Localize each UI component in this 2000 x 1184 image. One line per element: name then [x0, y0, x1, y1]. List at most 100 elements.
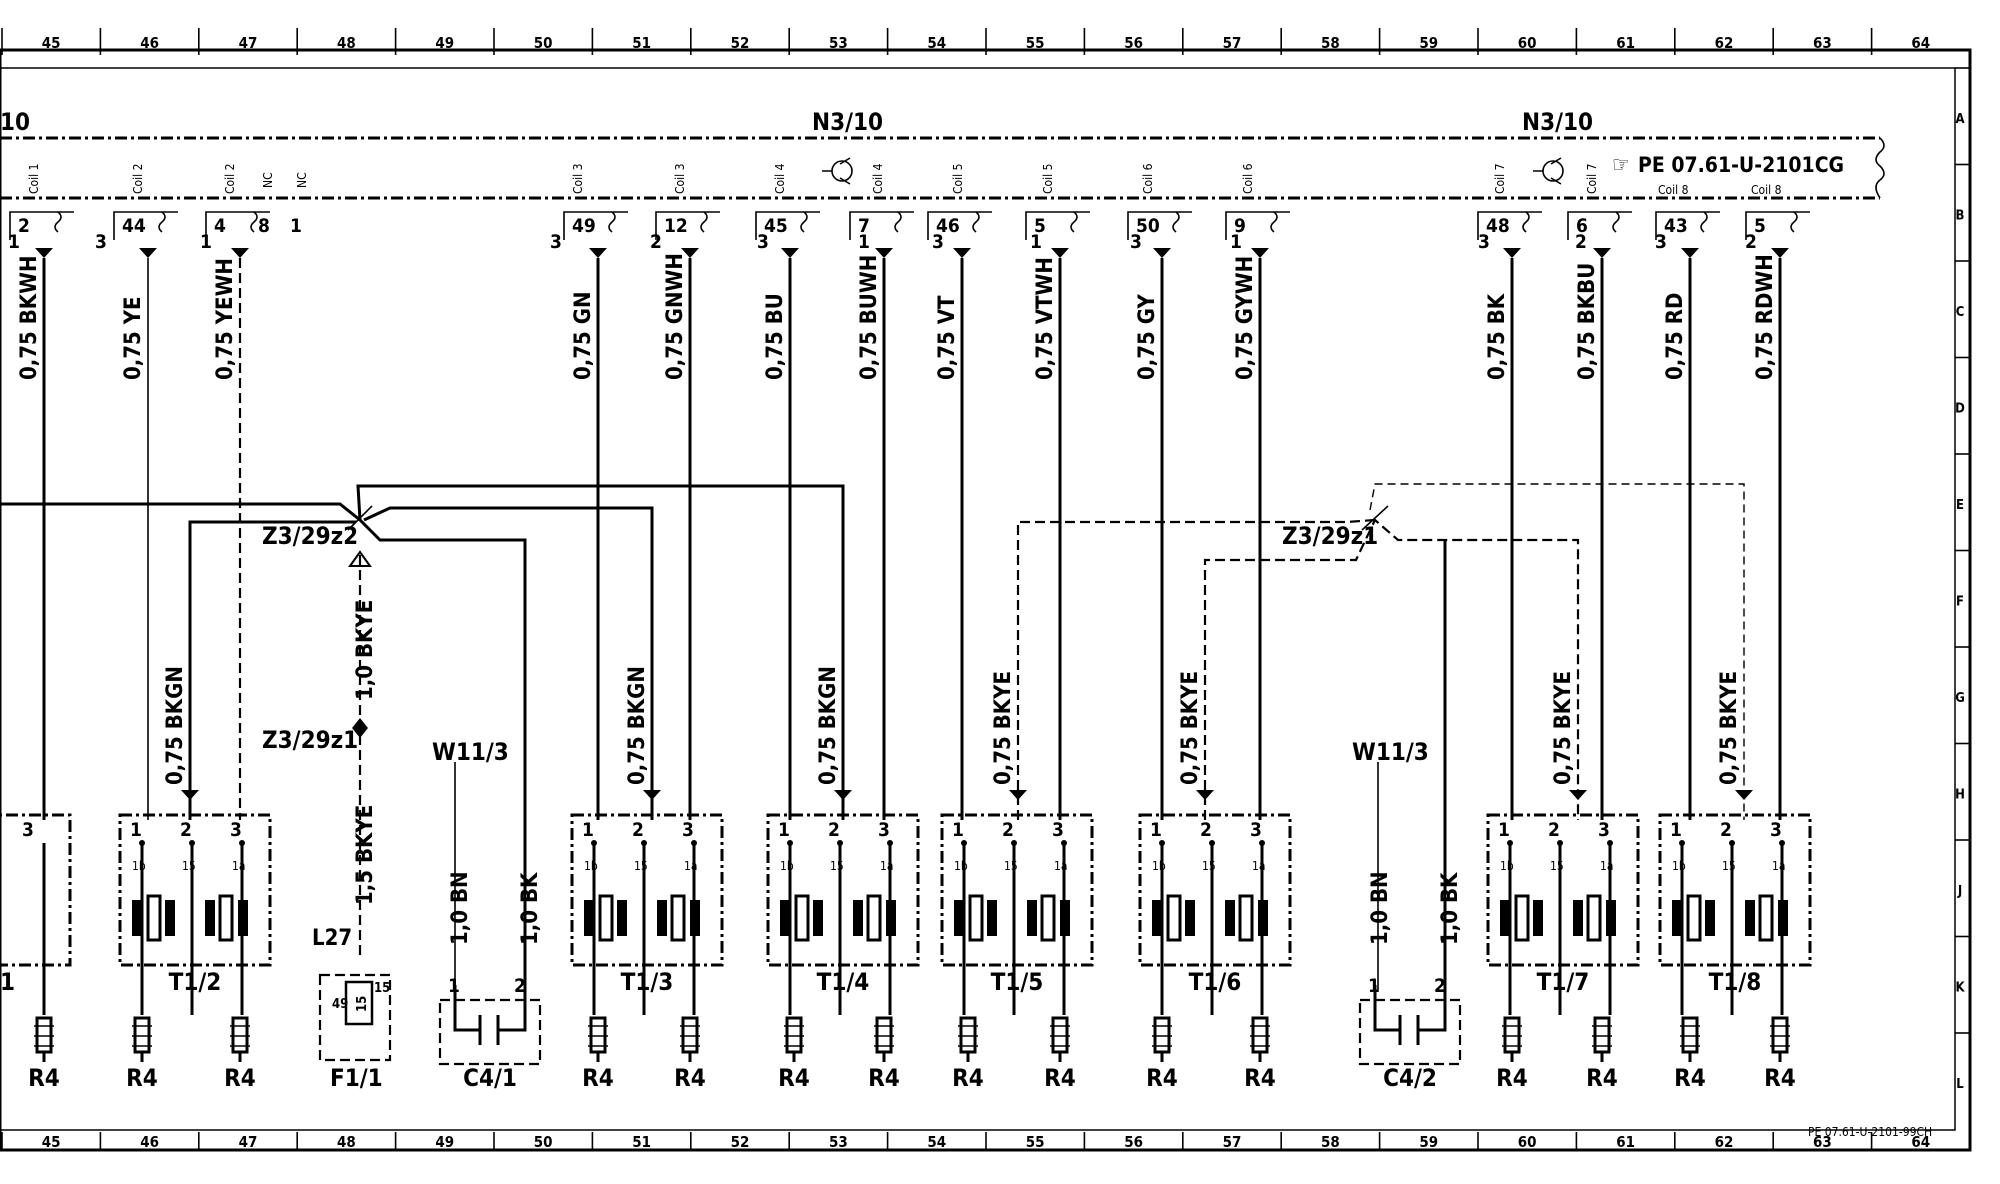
pin-number: 8 [258, 215, 270, 237]
arrow-icon [1593, 248, 1611, 258]
ignition-coils: 3111b21531aT1/211b21531aT1/311b21531aT1/… [0, 813, 1812, 1015]
ground-resistor [1153, 1016, 1171, 1054]
connector-housing [1477, 211, 1542, 240]
coil-terminal: 1b [1672, 859, 1686, 873]
coil-label: Coil 4 [871, 163, 885, 194]
shield-wire [454, 762, 1379, 990]
column-number: 46 [140, 34, 159, 52]
ecu-label-mid: N3/10 [812, 108, 883, 136]
arrow-icon [1681, 248, 1699, 258]
ground-resistor [1503, 1016, 1521, 1054]
coil-winding [1533, 900, 1543, 936]
resistor-bands [588, 1025, 608, 1047]
arrow-icon [348, 550, 372, 567]
coil-terminal: 15 [830, 859, 844, 873]
ecu-label-left: 10 [0, 108, 30, 136]
wire-label: 0,75 YEWH [213, 258, 238, 380]
capacitor-label: C4/2 [1383, 1064, 1437, 1092]
ground-label: R4 [1044, 1064, 1076, 1092]
capacitor-box [1358, 998, 1462, 1066]
coil-pin: 3 [1598, 819, 1610, 841]
wire-label: 0,75 GNWH [663, 253, 688, 380]
ground-resistor [959, 1016, 977, 1054]
coil-winding [1185, 900, 1195, 936]
ground-label: R4 [1586, 1064, 1618, 1092]
wire-label: 0,75 BUWH [857, 255, 882, 380]
coil-label: T1/3 [621, 968, 674, 996]
pin-position: 1 [858, 231, 870, 253]
capacitor-label: C4/1 [463, 1064, 517, 1092]
coil-pin: 3 [1250, 819, 1262, 841]
resistor-bands [1152, 1025, 1172, 1047]
wire-label: 0,75 GYWH [1233, 256, 1258, 380]
splice-label: Z3/29z2 [262, 522, 358, 550]
fuse-label: F1/1 [330, 1064, 383, 1092]
wire-label: 0,75 RDWH [1753, 254, 1778, 380]
column-number: 54 [927, 34, 946, 52]
ecu-boundary [0, 136, 1880, 200]
cap-pin: 1 [1368, 975, 1380, 997]
connector-housing [849, 211, 914, 240]
coil-pin: 2 [180, 819, 192, 841]
coil-terminal: 15 [1722, 859, 1736, 873]
ground-resistor [231, 1016, 249, 1054]
column-number: 50 [534, 34, 553, 52]
connector-housing [9, 211, 74, 240]
wire-label: 0,75 BKYE [991, 671, 1016, 785]
column-number: 51 [632, 1133, 651, 1151]
harness-wire-dashed [1016, 518, 1580, 820]
pin-position: 3 [757, 231, 769, 253]
coil-winding [617, 900, 627, 936]
column-number: 49 [435, 1133, 454, 1151]
coil-box [118, 813, 272, 967]
ground-label: R4 [868, 1064, 900, 1092]
coil-box [570, 813, 724, 967]
row-letter: L [1956, 1077, 1964, 1092]
coil-label: T1/8 [1709, 968, 1762, 996]
arrow-icon [1153, 248, 1171, 258]
shield-label: W11/3 [432, 738, 509, 766]
cap-pin: 1 [448, 975, 460, 997]
pin-position: 3 [550, 231, 562, 253]
wave-mark [1700, 211, 1708, 233]
coil-pin: 1 [1150, 819, 1162, 841]
coil-core [598, 894, 614, 942]
connector-housing [1567, 211, 1632, 240]
connector-housing [1127, 211, 1192, 240]
ground-resistor [589, 1016, 607, 1054]
connector-housing [1655, 211, 1720, 240]
resistor-bands [1050, 1025, 1070, 1047]
resistor-bands [680, 1025, 700, 1047]
pin-position: 1 [1030, 231, 1042, 253]
coil-label: Coil 1 [27, 164, 41, 194]
ground-resistor [133, 1016, 151, 1054]
column-number: 64 [1911, 1133, 1930, 1151]
coil-pin: 2 [1200, 819, 1212, 841]
ground-resistor [1681, 1016, 1699, 1054]
wave-mark [1790, 211, 1798, 233]
wave-mark [800, 211, 808, 233]
coil-core [968, 894, 984, 942]
column-number: 57 [1223, 1133, 1242, 1151]
coil-winding [1606, 900, 1616, 936]
column-number: 59 [1419, 34, 1438, 52]
column-number: 56 [1124, 34, 1143, 52]
coil-label: T1/2 [169, 968, 222, 996]
pin-position: 2 [650, 231, 662, 253]
wave-mark [1070, 211, 1078, 233]
splice-label: Z3/29z1 [262, 726, 358, 754]
coil-label: Coil 6 [1241, 163, 1255, 194]
ground-resistor [875, 1016, 893, 1054]
wire-label: 0,75 BKYE [1717, 671, 1742, 785]
column-rulers: 4545464647474848494950505151525253535454… [0, 28, 1970, 1151]
row-letter: K [1955, 981, 1965, 996]
connector-housing [1025, 211, 1090, 240]
arrow-icon [875, 248, 893, 258]
coil-box [0, 813, 72, 967]
wave-mark [158, 211, 166, 233]
resistor-bands [1502, 1025, 1522, 1047]
coil-winding [853, 900, 863, 936]
